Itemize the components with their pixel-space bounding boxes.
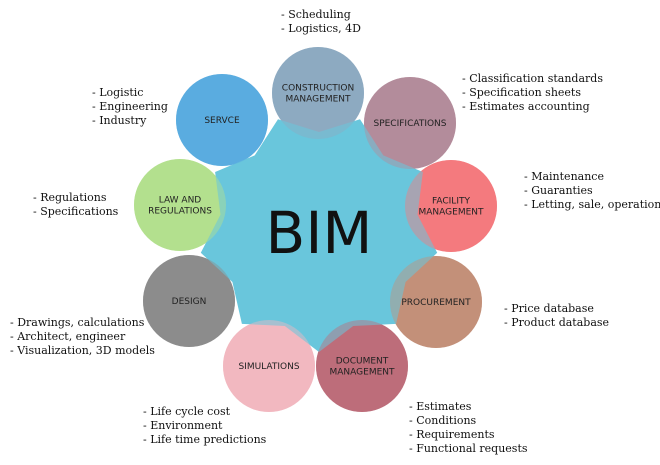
bim-center-label: BIM [266,199,373,267]
facility-management-label-line: MANAGEMENT [419,208,484,218]
servce-bullet-item: - Logistic [92,86,143,99]
procurement-label-line: PROCUREMENT [401,298,471,308]
design-circle [143,255,235,347]
procurement-overlap [390,256,482,348]
design-label: DESIGN [172,297,207,307]
construction-management-overlap [272,47,364,139]
design-bullet-item: - Visualization, 3D models [10,344,155,357]
construction-management-label-line: MANAGEMENT [286,95,351,105]
specifications-bullet-item: - Specification sheets [462,86,581,99]
document-management-overlap [316,320,408,412]
procurement-label: PROCUREMENT [401,298,471,308]
specifications-circle [364,77,456,169]
servce-bullet-item: - Engineering [92,100,168,113]
specifications-overlap [364,77,456,169]
specifications-bullets: - Classification standards- Specificatio… [462,72,603,113]
facility-management-circle [405,160,497,252]
design-bullets: - Drawings, calculations- Architect, eng… [10,316,155,357]
specifications-label-line: SPECIFICATIONS [373,119,446,129]
facility-management-bullet-item: - Letting, sale, operations [524,198,660,211]
simulations-circle [223,320,315,412]
law-and-regulations-overlap [134,159,226,251]
document-management-label-line: MANAGEMENT [330,368,395,378]
procurement-circle [390,256,482,348]
document-management-bullets: - Estimates- Conditions- Requirements- F… [409,400,528,455]
simulations-bullet-item: - Life cycle cost [143,405,231,418]
law-and-regulations-label-line: REGULATIONS [148,207,212,217]
document-management-circle [316,320,408,412]
simulations-label: SIMULATIONS [238,362,299,372]
facility-management-overlap [405,160,497,252]
overlap-layer [134,47,497,412]
facility-management-label-line: FACILITY [432,197,470,207]
specifications-bullet-item: - Estimates accounting [462,100,590,113]
procurement-bullet-item: - Price database [504,302,594,315]
specifications-label: SPECIFICATIONS [373,119,446,129]
document-management-bullet-item: - Requirements [409,428,495,441]
simulations-overlap [223,320,315,412]
construction-management-bullet-item: - Logistics, 4D [281,22,361,35]
facility-management-bullets: - Maintenance- Guaranties- Letting, sale… [524,170,660,211]
servce-label: SERVCE [204,116,240,126]
simulations-label-line: SIMULATIONS [238,362,299,372]
construction-management-bullet-item: - Scheduling [281,8,351,21]
bim-center-star [200,119,438,352]
simulations-bullets: - Life cycle cost- Environment- Life tim… [143,405,267,446]
design-overlap [143,255,235,347]
construction-management-label-line: CONSTRUCTION [282,84,354,94]
document-management-bullet-item: - Estimates [409,400,472,413]
design-bullet-item: - Drawings, calculations [10,316,145,329]
construction-management-bullets: - Scheduling- Logistics, 4D [281,8,361,35]
law-and-regulations-bullet-item: - Regulations [33,191,107,204]
procurement-bullets: - Price database- Product database [504,302,609,329]
design-label-line: DESIGN [172,297,207,307]
servce-overlap [176,74,268,166]
circles-layer [134,47,497,412]
design-bullet-item: - Architect, engineer [10,330,126,343]
specifications-bullet-item: - Classification standards [462,72,603,85]
law-and-regulations-circle [134,159,226,251]
law-and-regulations-bullet-item: - Specifications [33,205,119,218]
law-and-regulations-bullets: - Regulations- Specifications [33,191,119,218]
simulations-bullet-item: - Environment [143,419,223,432]
servce-circle [176,74,268,166]
facility-management-bullet-item: - Maintenance [524,170,604,183]
law-and-regulations-label-line: LAW AND [159,196,202,206]
servce-label-line: SERVCE [204,116,240,126]
servce-bullet-item: - Industry [92,114,147,127]
servce-bullets: - Logistic- Engineering- Industry [92,86,168,127]
procurement-bullet-item: - Product database [504,316,609,329]
document-management-bullet-item: - Conditions [409,414,477,427]
simulations-bullet-item: - Life time predictions [143,433,267,446]
document-management-bullet-item: - Functional requests [409,442,528,455]
document-management-label-line: DOCUMENT [336,357,389,367]
construction-management-circle [272,47,364,139]
bullets-layer: - Scheduling- Logistics, 4D - Classificat… [10,8,660,455]
facility-management-bullet-item: - Guaranties [524,184,593,197]
